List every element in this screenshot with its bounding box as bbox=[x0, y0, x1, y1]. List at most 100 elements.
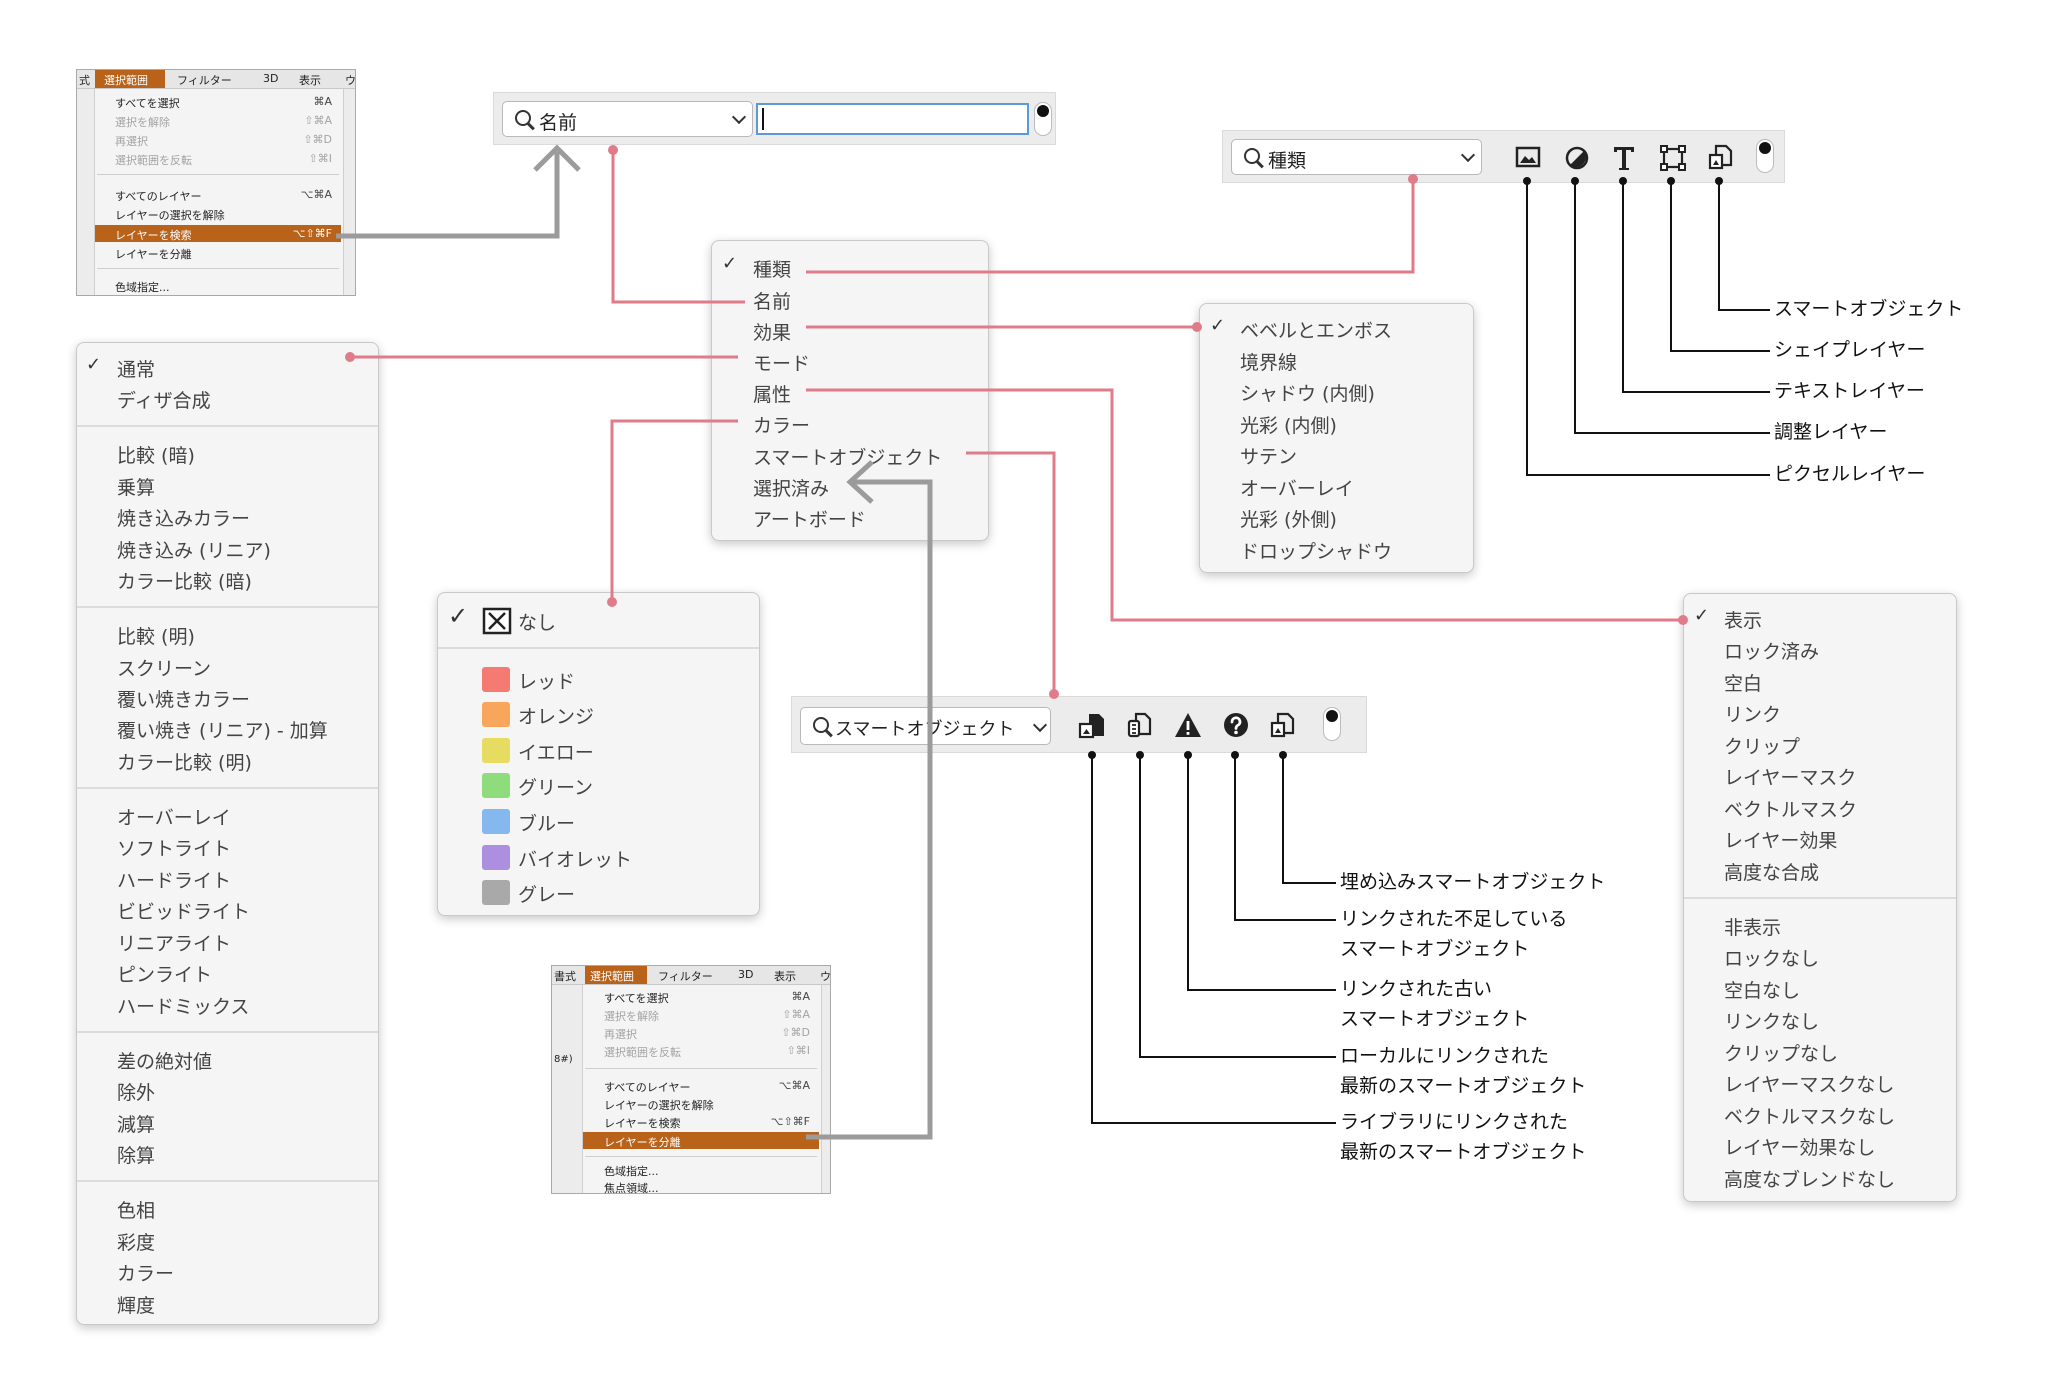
effect-bevel-emboss[interactable]: ベベルとエンボス bbox=[1240, 320, 1393, 342]
menubar-item[interactable]: 式 bbox=[79, 74, 90, 87]
menubar-item[interactable]: 書式 bbox=[554, 970, 576, 983]
blend-hue[interactable]: 色相 bbox=[117, 1200, 156, 1222]
filter-toggle-switch[interactable] bbox=[1034, 102, 1052, 136]
color-option-yellow[interactable]: イエロー bbox=[518, 742, 594, 764]
menu-item-find-layers[interactable]: レイヤーを検索 bbox=[115, 229, 192, 242]
menubar-item[interactable]: フィルター bbox=[177, 74, 232, 87]
effect-satin[interactable]: サテン bbox=[1240, 446, 1298, 468]
text-layer-icon[interactable] bbox=[1611, 144, 1637, 172]
attr-no-advanced-blending[interactable]: 高度なブレンドなし bbox=[1724, 1169, 1896, 1191]
menu-item-deselect[interactable]: 選択を解除 bbox=[115, 116, 170, 129]
blend-normal[interactable]: 通常 bbox=[117, 359, 156, 381]
filter-option-color[interactable]: カラー bbox=[753, 415, 811, 437]
effect-outer-glow[interactable]: 光彩 (外側) bbox=[1240, 509, 1337, 531]
filter-option-effect[interactable]: 効果 bbox=[753, 322, 792, 344]
blend-darken[interactable]: 比較 (暗) bbox=[117, 445, 195, 467]
attr-clipped[interactable]: クリップ bbox=[1724, 736, 1801, 758]
blend-linear-burn[interactable]: 焼き込み (リニア) bbox=[117, 540, 271, 562]
blend-lighter-color[interactable]: カラー比較 (明) bbox=[117, 752, 252, 774]
blend-subtract[interactable]: 減算 bbox=[117, 1114, 156, 1136]
attr-not-clipped[interactable]: クリップなし bbox=[1724, 1043, 1839, 1065]
attr-layer-effects[interactable]: レイヤー効果 bbox=[1724, 830, 1838, 852]
menubar-item-select[interactable]: 選択範囲 bbox=[104, 74, 148, 87]
menu-item-color-range[interactable]: 色域指定... bbox=[115, 281, 170, 294]
blend-divide[interactable]: 除算 bbox=[117, 1145, 156, 1167]
blend-linear-dodge[interactable]: 覆い焼き (リニア) - 加算 bbox=[117, 720, 328, 742]
filter-type-select[interactable]: スマートオブジェクト bbox=[800, 707, 1051, 745]
blend-darker-color[interactable]: カラー比較 (暗) bbox=[117, 571, 252, 593]
menu-item-reselect[interactable]: 再選択 bbox=[604, 1028, 637, 1041]
filter-option-mode[interactable]: モード bbox=[753, 353, 811, 375]
menu-item-deselect[interactable]: 選択を解除 bbox=[604, 1010, 659, 1023]
color-option-orange[interactable]: オレンジ bbox=[518, 706, 595, 728]
attr-vector-mask[interactable]: ベクトルマスク bbox=[1724, 799, 1858, 821]
menu-item-isolate-layers[interactable]: レイヤーを分離 bbox=[115, 248, 192, 261]
filter-type-select[interactable]: 名前 bbox=[502, 101, 753, 137]
color-option-gray[interactable]: グレー bbox=[518, 884, 576, 906]
menubar-item[interactable]: ウ bbox=[345, 74, 356, 87]
filter-option-kind[interactable]: 種類 bbox=[753, 259, 792, 281]
attr-advanced-blending[interactable]: 高度な合成 bbox=[1724, 862, 1820, 884]
local-linked-smart-object-icon[interactable] bbox=[1126, 711, 1154, 741]
blend-saturation[interactable]: 彩度 bbox=[117, 1232, 156, 1254]
blend-multiply[interactable]: 乗算 bbox=[117, 477, 156, 499]
blend-luminosity[interactable]: 輝度 bbox=[117, 1295, 156, 1317]
filter-toggle-switch[interactable] bbox=[1323, 707, 1341, 741]
layer-name-input[interactable] bbox=[756, 103, 1029, 135]
menu-item-all-layers[interactable]: すべてのレイヤー bbox=[604, 1081, 691, 1094]
filter-toggle-switch[interactable] bbox=[1756, 139, 1774, 173]
menu-item-color-range[interactable]: 色域指定... bbox=[604, 1165, 659, 1178]
filter-option-attribute[interactable]: 属性 bbox=[753, 384, 792, 406]
menubar-item[interactable]: ウ bbox=[820, 970, 831, 983]
attr-no-vector-mask[interactable]: ベクトルマスクなし bbox=[1724, 1106, 1896, 1128]
blend-color-burn[interactable]: 焼き込みカラー bbox=[117, 508, 251, 530]
library-linked-smart-object-icon[interactable] bbox=[1077, 712, 1107, 740]
pixel-layer-icon[interactable] bbox=[1515, 145, 1541, 169]
attr-linked[interactable]: リンク bbox=[1724, 704, 1782, 726]
blend-overlay[interactable]: オーバーレイ bbox=[117, 807, 231, 829]
color-option-green[interactable]: グリーン bbox=[518, 777, 594, 799]
blend-pin-light[interactable]: ピンライト bbox=[117, 964, 213, 986]
smart-object-icon[interactable] bbox=[1707, 143, 1735, 171]
menubar-item[interactable]: 表示 bbox=[774, 970, 796, 983]
menubar-item[interactable]: 3D bbox=[738, 968, 754, 981]
menu-item-all-layers[interactable]: すべてのレイヤー bbox=[115, 190, 202, 203]
attr-layer-mask[interactable]: レイヤーマスク bbox=[1724, 767, 1857, 789]
embedded-smart-object-icon[interactable] bbox=[1269, 711, 1297, 739]
menubar-item[interactable]: 3D bbox=[263, 72, 279, 85]
filter-option-artboard[interactable]: アートボード bbox=[753, 509, 866, 531]
color-option-violet[interactable]: バイオレット bbox=[518, 849, 633, 871]
attr-empty[interactable]: 空白 bbox=[1724, 673, 1763, 695]
menu-item-deselect-layers[interactable]: レイヤーの選択を解除 bbox=[115, 209, 225, 222]
question-icon[interactable] bbox=[1222, 711, 1250, 739]
attr-invisible[interactable]: 非表示 bbox=[1724, 917, 1782, 939]
filter-option-smart-object[interactable]: スマートオブジェクト bbox=[753, 447, 943, 469]
menu-item-find-layers[interactable]: レイヤーを検索 bbox=[604, 1117, 681, 1130]
filter-option-name[interactable]: 名前 bbox=[753, 291, 792, 313]
attr-locked[interactable]: ロック済み bbox=[1724, 641, 1820, 663]
attr-no-layer-effects[interactable]: レイヤー効果なし bbox=[1724, 1137, 1876, 1159]
adjustment-layer-icon[interactable] bbox=[1564, 145, 1590, 171]
menubar-item[interactable]: 表示 bbox=[299, 74, 321, 87]
attr-unlocked[interactable]: ロックなし bbox=[1724, 948, 1820, 970]
effect-stroke[interactable]: 境界線 bbox=[1240, 352, 1298, 374]
menu-item-select-all[interactable]: すべてを選択 bbox=[604, 992, 669, 1005]
attr-not-empty[interactable]: 空白なし bbox=[1724, 980, 1801, 1002]
filter-type-select[interactable]: 種類 bbox=[1231, 139, 1482, 175]
attr-no-layer-mask[interactable]: レイヤーマスクなし bbox=[1724, 1074, 1895, 1096]
menu-item-focus-area[interactable]: 焦点領域... bbox=[604, 1182, 659, 1194]
blend-hard-mix[interactable]: ハードミックス bbox=[117, 996, 250, 1018]
menu-item-isolate-layers[interactable]: レイヤーを分離 bbox=[604, 1136, 681, 1149]
attr-visible[interactable]: 表示 bbox=[1724, 610, 1763, 632]
color-option-blue[interactable]: ブルー bbox=[518, 813, 576, 835]
attr-not-linked[interactable]: リンクなし bbox=[1724, 1011, 1820, 1033]
menubar-item[interactable]: フィルター bbox=[658, 970, 713, 983]
effect-inner-shadow[interactable]: シャドウ (内側) bbox=[1240, 383, 1375, 405]
effect-drop-shadow[interactable]: ドロップシャドウ bbox=[1240, 541, 1393, 563]
blend-color-dodge[interactable]: 覆い焼きカラー bbox=[117, 689, 251, 711]
blend-screen[interactable]: スクリーン bbox=[117, 658, 212, 680]
blend-color[interactable]: カラー bbox=[117, 1263, 175, 1285]
warning-icon[interactable] bbox=[1174, 711, 1202, 739]
color-option-none[interactable]: なし bbox=[518, 612, 557, 634]
color-option-red[interactable]: レッド bbox=[518, 671, 576, 693]
